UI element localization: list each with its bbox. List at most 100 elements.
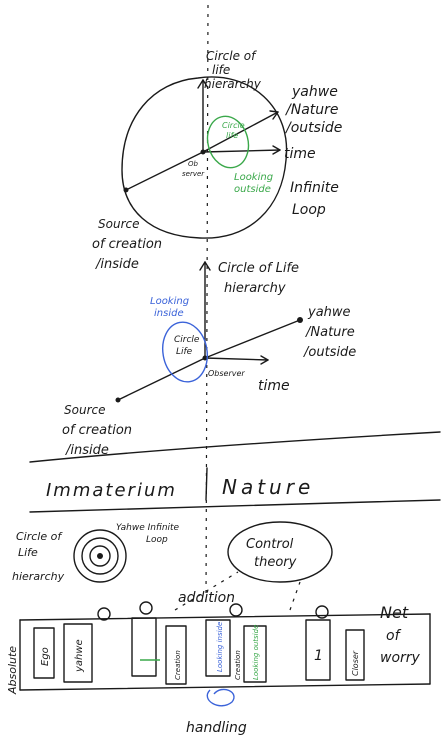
sum-node-4 [315,605,329,619]
block-creation-1 [165,625,187,685]
mid-time-arrowhead [260,355,269,365]
top-circle-life-small-1: Circle [222,121,245,130]
top-source-2: of creation [92,237,162,252]
top-yahwe-2: /Nature [284,102,339,118]
top-time-label: time [284,146,316,162]
top-time-arrow [202,149,281,153]
middle-diagram [115,261,303,403]
mid-circle-of-life-2: hierarchy [224,281,286,296]
divider-lower [29,499,441,513]
top-diag-arrow [202,111,279,153]
top-source-3: /inside [95,257,139,272]
top-infinite: Infinite [290,180,339,196]
banner-immaterium: Immaterium [46,480,177,501]
block-yahwe [63,623,93,683]
block-closer [345,629,365,681]
block-looking-inside [205,619,231,677]
bot-yahwe-loop-2: Loop [146,535,168,545]
block-ego [33,627,55,679]
top-source-1: Source [98,217,139,231]
mid-yahwe-3: /outside [303,345,356,360]
top-circle-of-life-3: hierarchy [204,77,262,91]
concentric-mid [81,537,119,575]
box-label-yahwe: yahwe [74,639,85,673]
banner-separator [205,467,208,501]
sum-node-2 [139,601,153,615]
banner-nature: Nature [222,475,314,499]
top-time-arrowhead [272,145,281,155]
top-circle-life-small-2: life [226,131,238,140]
bottom-diagram [19,521,431,707]
bottom-labels: Circle of Life hierarchy Yahwe Infinite … [6,523,421,736]
top-yahwe-3: /outside [284,120,342,136]
net-of-worry-2: of [386,628,402,644]
top-looking-outside-1: Looking [234,172,273,183]
block-1 [305,619,331,681]
net-of-worry-1: Net [380,603,409,622]
mid-looking-inside-2: inside [154,308,184,319]
bus-top [19,613,431,621]
mid-source-3: /inside [65,443,109,458]
handling-label: handling [186,720,247,736]
mid-up-arrowhead [199,261,211,271]
net-of-worry-3: worry [380,650,421,666]
mid-circle-of-life-1: Circle of Life [218,261,299,276]
top-circle-of-life-2: life [212,63,230,77]
top-labels: Circle of life hierarchy yahwe /Nature /… [92,49,342,272]
mid-diag-dot [297,317,303,323]
bot-circle-of-life-2: Life [18,546,38,559]
top-circle-of-life-1: Circle of [206,49,257,63]
box-label-creation-1: Creation [174,650,182,680]
top-yahwe-1: yahwe [291,84,338,100]
top-up-arrowhead [197,79,209,89]
mid-circle-life-small-2: Life [176,347,193,357]
block-looking-outside [243,625,267,683]
mid-diag-arrow [204,319,301,359]
concentric-center [97,553,103,559]
bot-yahwe-loop-1: Yahwe Infinite [116,523,180,533]
top-diag-arrowhead [269,110,279,120]
top-looking-outside-2: outside [234,184,271,195]
absolute-label: Absolute [6,646,19,695]
top-source-line [125,151,204,191]
block-a [131,617,157,677]
mid-time-arrow [204,357,269,361]
top-observer-1: Ob [188,160,199,168]
box-label-ego: Ego [40,647,51,666]
control-theory-bubble [227,521,333,583]
top-diagram [121,76,288,239]
mid-observer-dot [202,355,208,361]
bubble-pointer-right [289,581,301,611]
top-observer-dot [200,149,206,155]
top-green-loop [206,115,250,169]
box-label-looking-outside: Looking outside [252,625,260,680]
blue-loop-bottom [206,688,235,707]
box-label-looking-inside: Looking inside [216,622,224,672]
box-label-creation-2: Creation [234,650,242,680]
bot-circle-of-life-1: Circle of [16,530,63,543]
top-loop: Loop [292,202,326,218]
control-theory-2: theory [254,555,297,570]
mid-circle-life-small-1: Circle [174,335,200,345]
mid-yahwe-2: /Nature [305,325,355,340]
vertical-dashed-axis [205,4,209,601]
mid-source-line [117,357,206,401]
sum-node-1 [97,607,111,621]
bus-bottom [19,683,431,691]
control-theory-1: Control [246,537,294,552]
top-source-dot [123,187,129,193]
bot-circle-of-life-3: hierarchy [12,570,65,583]
box-label-1: 1 [314,648,323,664]
divider-upper [29,431,441,463]
box-label-closer: Closer [351,650,360,676]
addition-label: addition [178,590,235,606]
bubble-pointer-left [174,571,239,611]
mid-source-2: of creation [62,423,132,438]
top-observer-2: server [182,170,205,178]
sum-node-3 [229,603,243,617]
concentric-inner [89,545,111,567]
mid-source-dot [115,397,121,403]
mid-source-1: Source [64,403,105,417]
middle-labels: Circle of Life hierarchy Looking inside … [62,261,356,458]
